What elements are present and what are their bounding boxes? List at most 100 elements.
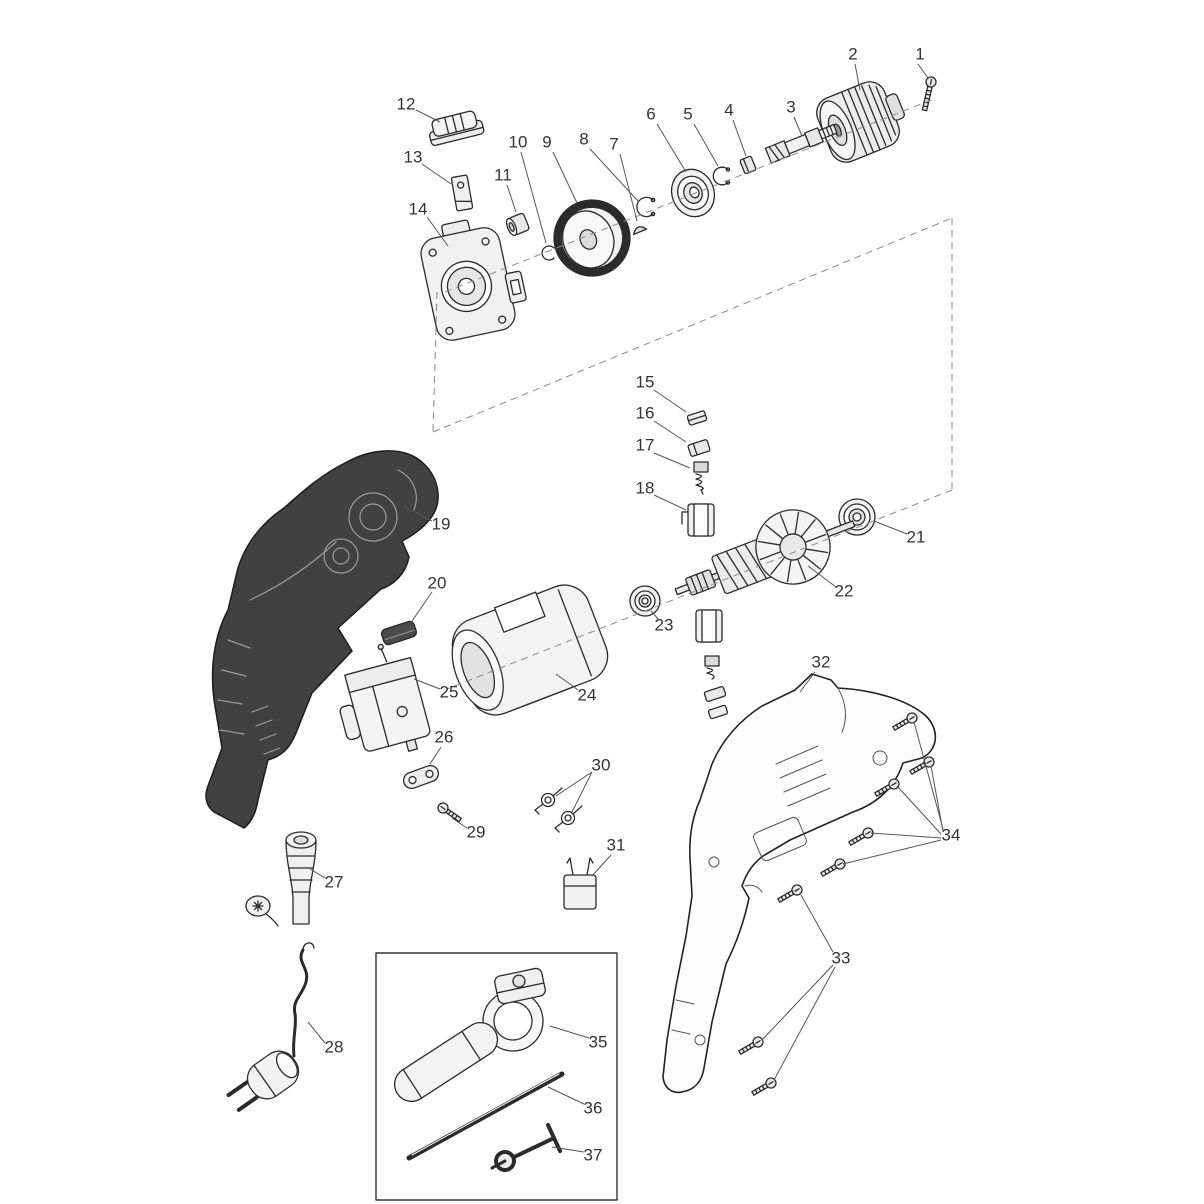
leader-line-13 [421,163,452,185]
part-spindle [764,123,838,164]
part-aux-handle [393,967,546,1102]
leader-line-30 [555,771,593,797]
part-label-36: 36 [584,1098,603,1117]
leader-line-18 [653,494,687,511]
part-circlip-small [712,166,731,186]
part-grommet-bracket [245,895,279,927]
part-carbon-brush [693,461,709,495]
leader-line-19 [403,505,433,522]
housing-right-details [671,687,888,1046]
part-label-7: 7 [609,134,618,153]
construction-line [432,217,953,433]
part-gear-cover [420,219,527,341]
leader-line-14 [426,216,449,247]
leader-line-17 [653,452,691,469]
part-chuck-key [490,1123,562,1172]
part-label-14: 14 [409,199,428,218]
part-lock-button [381,620,417,646]
part-cable-clamp [402,764,440,790]
leader-line-16 [653,420,687,443]
part-label-4: 4 [724,100,733,119]
part-power-cord [226,942,315,1112]
leader-line-31 [591,854,612,877]
leader-line-29 [451,817,468,829]
part-label-10: 10 [509,132,528,151]
part-brush-block [687,439,711,457]
part-label-8: 8 [579,129,588,148]
part-capacitor [563,857,597,910]
part-label-12: 12 [397,94,416,113]
part-label-19: 19 [432,514,451,533]
leader-line-34 [913,721,944,830]
part-chuck [816,81,905,163]
leader-line-1 [917,63,929,79]
leader-line-20 [409,591,433,625]
part-label-1: 1 [915,44,924,63]
leader-line-27 [309,868,326,879]
part-label-30: 30 [592,755,611,774]
part-washer [739,155,757,175]
part-screws-34 [820,712,935,877]
part-bearing-front [670,168,716,218]
leader-line-15 [653,389,687,413]
part-armature [674,509,856,596]
part-stator [451,584,609,716]
leader-line-8 [589,148,639,202]
part-label-28: 28 [325,1037,344,1056]
leader-line-32 [799,671,816,693]
part-cord-grommet [245,831,317,927]
construction-line [444,98,935,293]
leader-line-21 [873,520,908,535]
part-label-15: 15 [636,372,655,391]
part-circlip [636,196,656,218]
part-housing-left [205,450,439,829]
brush-parts-lower [695,609,729,720]
leader-line-33 [761,964,834,1041]
part-brush-holder [681,503,715,537]
part-screws-33 [738,884,803,1096]
leader-line-35 [549,1025,590,1039]
construction-line [446,489,953,690]
part-label-22: 22 [835,581,854,600]
plug [226,1050,300,1112]
part-label-13: 13 [404,147,423,166]
part-housing-right [662,673,937,1094]
leader-line-11 [506,184,517,213]
part-label-2: 2 [848,44,857,63]
leader-line-24 [555,673,579,691]
leader-line-12 [415,109,441,123]
part-label-26: 26 [435,727,454,746]
leader-line-9 [552,151,578,204]
leader-line-26 [429,746,442,765]
part-label-37: 37 [584,1145,603,1164]
parts-layer [205,76,937,1201]
part-label-11: 11 [494,165,512,184]
part-label-23: 23 [655,615,674,634]
part-bearing-motor [629,585,661,617]
part-label-33: 33 [832,948,851,967]
leader-line-6 [656,123,687,173]
part-brush-springs [534,787,583,833]
part-label-31: 31 [607,835,626,854]
housing-left-details [217,469,417,755]
part-label-20: 20 [428,573,447,592]
inset-box [375,952,618,1201]
part-label-17: 17 [636,435,655,454]
part-gear [553,199,631,277]
leader-line-30 [571,771,593,813]
part-label-34: 34 [942,825,961,844]
part-key-wedge [632,226,648,236]
annotation-layer: 1234567891011121314151617181920212223242… [307,44,961,1164]
part-screw-switch [437,802,462,823]
leader-line-23 [650,610,660,621]
part-label-18: 18 [636,478,655,497]
part-depth-rod [406,1071,565,1161]
leader-line-34 [870,832,942,839]
part-selector-slider [429,110,485,147]
leader-line-33 [773,966,836,1081]
part-label-35: 35 [589,1032,608,1051]
part-label-32: 32 [812,652,831,671]
part-label-21: 21 [907,527,926,546]
part-ring [541,245,555,261]
